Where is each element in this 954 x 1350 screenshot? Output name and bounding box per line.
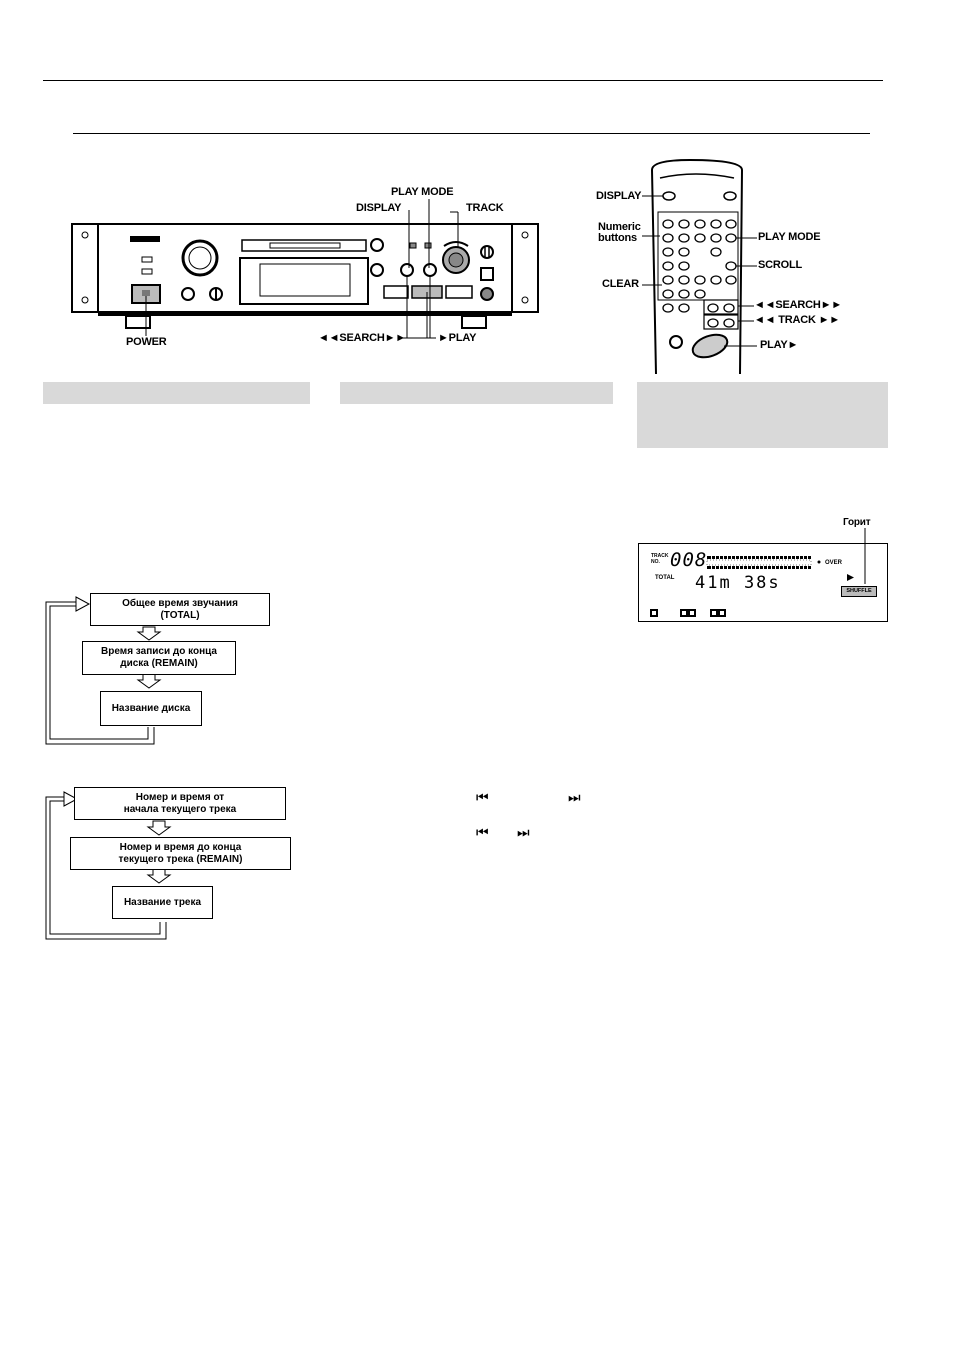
label-play-mode: PLAY MODE [391, 186, 454, 198]
section-band-left [43, 382, 310, 404]
flow-diagram-disc: Общее время звучания (TOTAL) Время запис… [44, 592, 274, 747]
flow-disc-loop-lines [45, 596, 162, 745]
remote-label-scroll: SCROLL [758, 259, 803, 271]
label-display: DISPLAY [356, 202, 402, 214]
section-band-right [637, 382, 888, 448]
remote-label-clear: CLEAR [602, 278, 639, 290]
remote-label-display: DISPLAY [596, 190, 642, 202]
label-track: TRACK [466, 202, 504, 214]
flow-disc-step-remain: Время записи до конца диска (REMAIN) [82, 641, 236, 675]
flow-track-step-title: Название трека [112, 886, 213, 919]
skip-back-icon: ⏮ [476, 825, 489, 841]
remote-drawing [642, 158, 757, 375]
flow-disc-step-total: Общее время звучания (TOTAL) [90, 593, 270, 626]
skip-forward-icon: ⏭ [517, 825, 530, 841]
header-rule-top [43, 80, 883, 81]
flow-track-step-remain: Номер и время до конца текущего трека (R… [70, 837, 291, 870]
front-panel-illustration: PLAY MODE DISPLAY TRACK POWER ◄◄SEARCH►►… [70, 180, 540, 360]
remote-label-play-mode: PLAY MODE [758, 231, 821, 243]
lcd-drawing [650, 528, 866, 617]
skip-back-icon: ⏮ [476, 790, 489, 806]
lcd-shuffle-indicator: SHUFFLE [841, 586, 877, 597]
lcd-total-label: TOTAL [655, 575, 675, 581]
remote-label-numeric-buttons: Numeric buttons [598, 221, 641, 244]
lcd-caption: Горит [843, 517, 871, 528]
label-play: ►PLAY [438, 332, 477, 344]
section-band-middle [340, 382, 613, 404]
flow-disc-step-title: Название диска [100, 691, 202, 726]
flow-track-loop-lines [45, 791, 172, 940]
remote-illustration: DISPLAY Numeric buttons PLAY MODE SCROLL… [590, 158, 842, 375]
remote-label-track: ◄◄ TRACK ►► [754, 314, 840, 326]
lcd-time: 41m 38s [695, 573, 781, 593]
skip-forward-icon: ⏭ [568, 790, 581, 806]
deck-drawing [71, 199, 539, 339]
label-search: ◄◄SEARCH►► [318, 332, 406, 344]
lcd-over-label: OVER [825, 560, 843, 566]
flow-track-step-elapsed: Номер и время от начала текущего трека [74, 787, 286, 820]
label-power: POWER [126, 336, 167, 348]
remote-label-play: PLAY► [760, 339, 799, 351]
lcd-display: TRACK NO. 008 OVER TOTAL 41m 38s SHUFFLE [638, 528, 888, 622]
remote-label-search: ◄◄SEARCH►► [754, 299, 842, 311]
lcd-track-label: TRACK NO. [651, 553, 669, 565]
lcd-track-number: 008 [670, 549, 708, 571]
header-rule-bottom [73, 133, 870, 134]
flow-diagram-track: Номер и время от начала текущего трека Н… [44, 787, 294, 942]
